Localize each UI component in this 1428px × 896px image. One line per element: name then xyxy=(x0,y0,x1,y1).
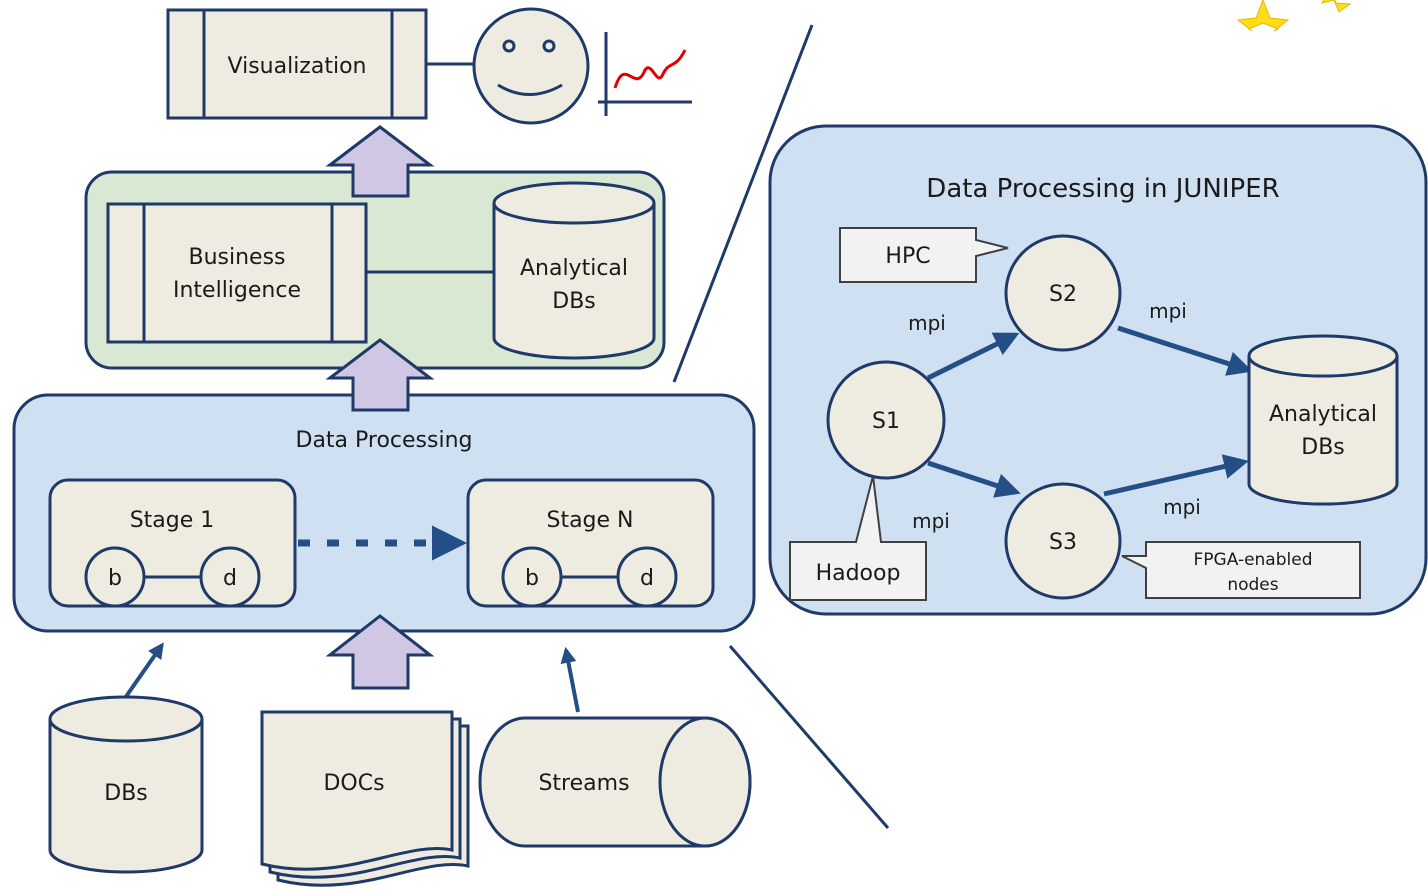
docs-label: DOCs xyxy=(323,771,384,796)
streams-cylinder: Streams xyxy=(478,716,752,848)
dbs-label: DBs xyxy=(104,781,148,806)
hpc-label: HPC xyxy=(885,244,930,269)
node-d-n: d xyxy=(640,566,654,591)
stage-n-box: Stage N b d xyxy=(466,478,715,608)
s2-label: S2 xyxy=(1049,282,1077,307)
s3-label: S3 xyxy=(1049,530,1077,555)
docs-stack: DOCs xyxy=(260,710,470,887)
stage-1-label: Stage 1 xyxy=(130,508,215,533)
node-b-n: b xyxy=(525,566,539,591)
visualization-box: Visualization xyxy=(166,8,428,120)
fpga-label-1: FPGA-enabled xyxy=(1193,550,1312,570)
node-s1: S1 xyxy=(826,360,946,480)
fpga-callout: FPGA-enabled nodes xyxy=(1121,541,1361,599)
analytical-dbs-label-1: Analytical xyxy=(520,256,628,281)
streams-label: Streams xyxy=(538,771,629,796)
visualization-label: Visualization xyxy=(228,54,367,79)
zoom-line-bottom xyxy=(728,645,890,829)
juniper-title: Data Processing in JUNIPER xyxy=(926,174,1279,204)
node-b-1: b xyxy=(108,566,122,591)
zoom-line-top xyxy=(672,24,814,383)
bi-label-line1: Business xyxy=(188,245,285,270)
analytical-dbs-label-2: DBs xyxy=(552,289,596,314)
analytical-dbs-right-label-2: DBs xyxy=(1301,435,1345,460)
hadoop-callout: Hadoop xyxy=(789,475,927,601)
analytical-dbs-right-label-1: Analytical xyxy=(1269,402,1377,427)
fpga-label-2: nodes xyxy=(1227,575,1278,595)
business-intelligence-box: Business Intelligence xyxy=(106,202,368,344)
stage-n-label: Stage N xyxy=(546,508,633,533)
node-s2: S2 xyxy=(1004,234,1122,352)
user-smiley-icon xyxy=(472,7,590,125)
star-icons xyxy=(1236,0,1352,32)
trend-chart-icon xyxy=(598,32,692,116)
mpi-label-s1-s3: mpi xyxy=(912,509,950,533)
stage-1-box: Stage 1 b d xyxy=(48,478,297,608)
analytical-dbs-cylinder-right: Analytical DBs xyxy=(1247,334,1399,506)
hpc-callout: HPC xyxy=(839,227,1009,283)
data-processing-label: Data Processing xyxy=(296,428,473,453)
s1-label: S1 xyxy=(872,409,900,434)
analytical-dbs-cylinder-top: Analytical DBs xyxy=(492,181,656,360)
hadoop-label: Hadoop xyxy=(816,561,901,586)
bi-label-line2: Intelligence xyxy=(173,278,301,303)
node-d-1: d xyxy=(223,566,237,591)
streams-arrow xyxy=(560,646,580,713)
node-s3: S3 xyxy=(1004,482,1122,600)
dbs-arrow xyxy=(123,642,164,700)
mpi-label-s3-db: mpi xyxy=(1163,495,1201,519)
dbs-cylinder: DBs xyxy=(48,695,204,874)
mpi-label-s2-db: mpi xyxy=(1149,299,1187,323)
mpi-label-s1-s2: mpi xyxy=(908,311,946,335)
